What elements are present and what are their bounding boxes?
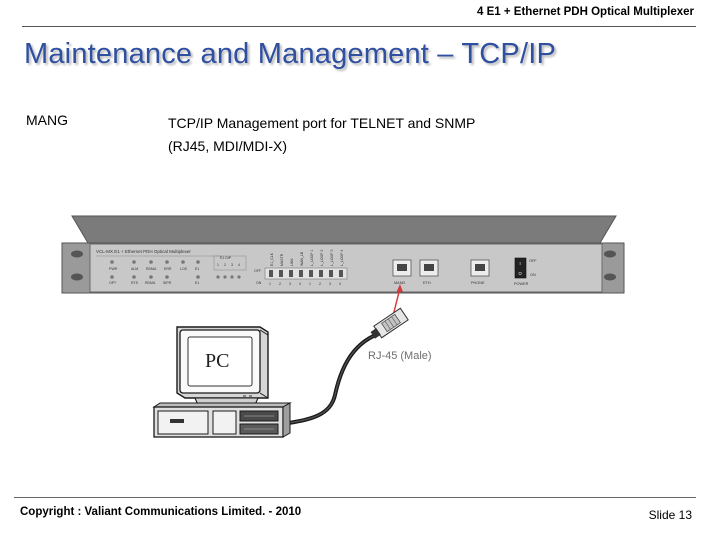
device-name-label: VCL-MX E1 + Ethernet PDH Optical Multipl…	[96, 249, 191, 254]
dip-off-label: OFF	[254, 269, 261, 273]
led-icon	[149, 275, 153, 279]
indicator-label: RDMA	[145, 281, 156, 285]
led-icon	[132, 275, 136, 279]
dip-function-label: L_LOOP 1	[310, 249, 314, 266]
status-led-group: PWR ALM RDMA ERR LOS E1 OPT RTS RDMA SIP…	[109, 260, 200, 285]
dip-number: 1	[309, 282, 311, 286]
header-title: 4 E1 + Ethernet PDH Optical Multiplexer	[477, 6, 694, 18]
led-icon	[216, 275, 220, 279]
led-icon	[223, 275, 227, 279]
dip-number: 3	[289, 282, 291, 286]
rack-device: VCL-MX E1 + Ethernet PDH Optical Multipl…	[61, 215, 625, 294]
slide-title: Maintenance and Management – TCP/IP	[24, 38, 557, 70]
port-description-line2: (RJ45, MDI/MDI-X)	[168, 138, 287, 154]
e1-dip-label: E1 DIP	[220, 256, 232, 260]
led-icon	[237, 275, 241, 279]
port-description-line1: TCP/IP Management port for TELNET and SN…	[168, 115, 476, 131]
dip-switch-housing	[264, 267, 348, 280]
rack-mount-hole-icon	[71, 273, 83, 281]
mang-port-icon	[392, 259, 412, 277]
led-icon	[230, 275, 234, 279]
led-icon	[196, 275, 200, 279]
dip-function-label: L_LOOP 2	[320, 249, 324, 266]
dip-on-label: ON	[256, 281, 262, 285]
dip-number: 3	[329, 282, 331, 286]
pointer-arrow-icon	[392, 284, 403, 317]
power-on-label: ON	[530, 273, 536, 277]
power-off-label: OFF	[529, 259, 537, 263]
dip-function-label: LINK	[290, 258, 294, 266]
rj45-port-group: MANG ETH PHONE	[392, 259, 490, 285]
power-switch-on-glyph: I	[520, 261, 521, 266]
indicator-label: LOS	[180, 267, 188, 271]
dip-function-label: MASTR	[280, 253, 284, 266]
indicator-label: ERR	[164, 267, 172, 271]
system-unit-icon	[152, 402, 292, 438]
indicator-label: E1	[195, 281, 199, 285]
dip-number: 4	[299, 282, 301, 286]
dip-function-label: L_LOOP 3	[330, 249, 334, 266]
dip-number: 4	[339, 282, 341, 286]
dip-switch-block: OFF ON 1 2 3 4 1 2 3 4 E1_CLK MASTR LINK…	[254, 249, 348, 286]
dip-function-label: WAN_LB	[300, 251, 304, 266]
indicator-label: OPT	[109, 281, 117, 285]
mang-port-label: MANG	[394, 281, 405, 285]
port-label: MANG	[26, 112, 68, 128]
led-icon	[165, 275, 169, 279]
port-description: TCP/IP Management port for TELNET and SN…	[168, 112, 475, 158]
led-icon	[110, 275, 114, 279]
led-icon	[149, 260, 153, 264]
rack-mount-hole-icon	[604, 250, 616, 258]
e1-channel-number: 1	[217, 263, 219, 267]
phone-port-label: PHONE	[471, 281, 485, 285]
phone-port-icon	[470, 259, 490, 277]
power-label: POWER	[514, 282, 529, 286]
dip-function-label: L_LOOP 4	[340, 249, 344, 266]
dip-number: 1	[269, 282, 271, 286]
cable	[281, 332, 380, 426]
eth-port-label: ETH	[423, 281, 431, 285]
dip-function-label: E1_CLK	[270, 252, 274, 266]
indicator-label: RDMA	[146, 267, 157, 271]
eth-port-icon	[419, 259, 439, 277]
led-icon	[132, 260, 136, 264]
power-switch: I O OFF ON POWER	[514, 257, 537, 286]
led-icon	[181, 260, 185, 264]
led-icon	[110, 260, 114, 264]
rack-mount-hole-icon	[71, 250, 83, 258]
indicator-label: RTS	[131, 281, 139, 285]
dip-number: 2	[279, 282, 281, 286]
e1-channel-number: 2	[224, 263, 226, 267]
dip-number: 2	[319, 282, 321, 286]
header-divider	[22, 26, 696, 27]
indicator-label: SIPR	[163, 281, 172, 285]
footer-divider	[14, 497, 696, 498]
rj45-connector-icon	[370, 307, 409, 339]
e1-channel-number: 3	[231, 263, 233, 267]
pc-icon: PC	[152, 326, 292, 438]
rj45-male-label: RJ-45 (Male)	[368, 350, 432, 362]
indicator-label: ALM	[131, 267, 138, 271]
power-switch-off-glyph: O	[519, 271, 523, 276]
indicator-label: E1	[195, 267, 199, 271]
monitor-icon	[176, 326, 269, 399]
copyright-text: Copyright : Valiant Communications Limit…	[20, 506, 302, 518]
e1-channel-number: 4	[238, 263, 240, 267]
indicator-label: PWR	[109, 267, 118, 271]
power-switch-icon	[514, 257, 527, 279]
rack-mount-hole-icon	[604, 273, 616, 281]
led-icon	[165, 260, 169, 264]
e1-dip-indicators: E1 DIP 1 2 3 4	[213, 255, 247, 279]
pc-label: PC	[205, 350, 229, 372]
slide-number: Slide 13	[648, 508, 692, 522]
led-icon	[196, 260, 200, 264]
